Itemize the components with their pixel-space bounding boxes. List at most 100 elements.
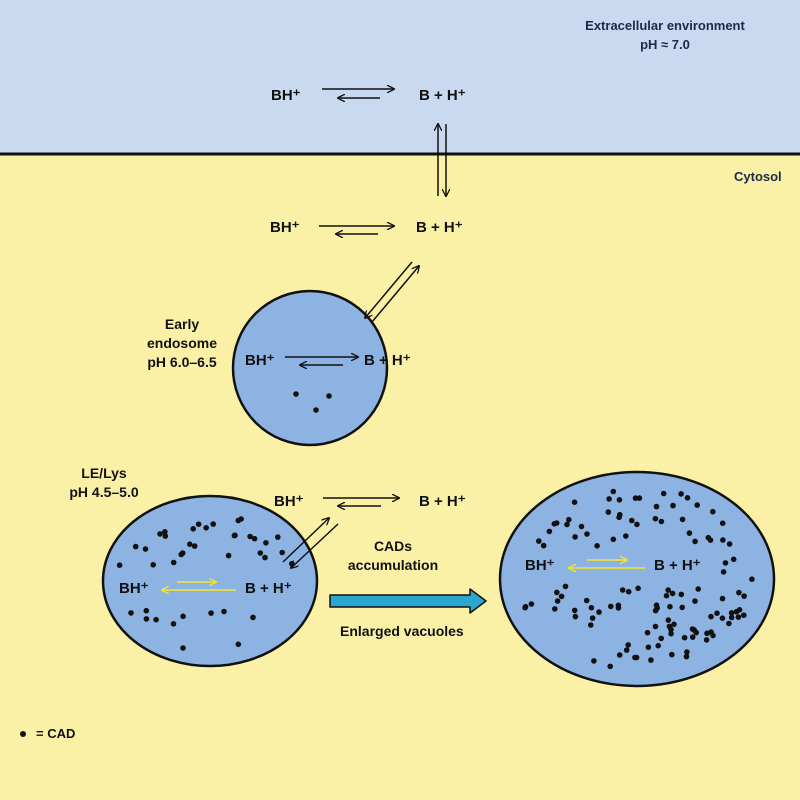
cad-dot-icon (238, 516, 244, 522)
vacuole-b-label: B + H⁺ (654, 557, 701, 574)
lelys-cytosol-bh-label: BH⁺ (274, 493, 304, 510)
cytosol-b-label: B + H⁺ (416, 219, 463, 236)
cad-dot-icon (683, 653, 690, 660)
cad-dot-icon (536, 538, 542, 544)
cad-dot-icon (180, 613, 186, 620)
cad-dot-icon (728, 614, 735, 621)
endosome-transport-arrows (365, 261, 419, 323)
cad-dot-icon (142, 546, 149, 552)
cad-dot-icon (719, 615, 726, 621)
cad-dot-icon (619, 587, 626, 593)
cad-dot-icon (678, 591, 685, 598)
cad-dot-icon (694, 502, 700, 508)
cad-dot-icon (635, 585, 641, 592)
cad-dot-icon (692, 538, 698, 545)
cad-dot-icon (684, 495, 691, 501)
cad-dot-icon (629, 517, 635, 524)
cad-dot-icon (669, 590, 676, 597)
enlarged-vacuole (498, 470, 776, 688)
cad-dot-icon (279, 549, 286, 556)
cad-dot-icon (714, 610, 720, 616)
cad-dot-icon (558, 593, 565, 600)
cad-dot-icon (679, 516, 686, 523)
harpoon-equilibrium-icon (569, 560, 645, 568)
early-endosome-cad-particles (293, 391, 332, 413)
cad-dot-icon (670, 502, 676, 509)
cad-dot-icon (728, 610, 735, 616)
cad-dot-icon (583, 597, 590, 604)
early-endosome-bh-label: BH⁺ (245, 352, 275, 369)
cad-dot-icon (232, 532, 238, 539)
legend-label: = CAD (36, 726, 76, 741)
cad-dot-icon (658, 635, 664, 642)
enlarged-vacuoles-label: Enlarged vacuoles (340, 623, 464, 639)
cad-dot-icon (632, 654, 638, 661)
cad-dot-icon (551, 521, 558, 527)
cad-dot-icon (566, 516, 572, 523)
cad-dot-icon (644, 629, 651, 636)
cad-dot-icon (636, 495, 643, 501)
lelys-bh-label: BH⁺ (119, 580, 149, 597)
cad-dot-icon (143, 616, 150, 622)
cad-dot-icon (632, 495, 639, 501)
cad-dot-icon (665, 617, 672, 623)
cad-dot-icon (652, 607, 659, 614)
cad-dot-icon (128, 610, 134, 616)
cad-dot-icon (208, 610, 214, 616)
cad-dot-icon (665, 587, 671, 593)
cad-dot-icon (552, 606, 558, 612)
cad-dot-icon (686, 530, 693, 536)
cad-dot-icon (645, 644, 652, 650)
cad-dot-icon (722, 560, 729, 566)
cytosol-label: Cytosol (734, 169, 782, 184)
cad-dot-icon (623, 647, 630, 653)
extracellular-region (0, 0, 800, 154)
cad-dot-icon (720, 569, 727, 575)
cad-dot-icon (313, 407, 319, 413)
cad-dot-icon (195, 521, 202, 527)
lelys-label: LE/Lys pH 4.5–5.0 (69, 465, 139, 500)
cad-dot-icon (150, 562, 156, 568)
cad-dot-icon (610, 488, 617, 495)
cad-dot-icon (540, 542, 547, 549)
cad-dot-icon (705, 534, 712, 541)
cad-dot-icon (741, 612, 747, 618)
cad-dot-icon (162, 533, 169, 539)
lelys-cytosol-b-label: B + H⁺ (419, 493, 466, 510)
cad-dot-icon (262, 554, 268, 561)
cad-dot-icon (210, 521, 216, 527)
cad-dot-icon (187, 541, 193, 547)
cad-dot-icon (594, 543, 600, 549)
cad-dot-icon (625, 588, 632, 595)
cad-dot-icon (153, 616, 159, 623)
cad-dot-icon (584, 531, 590, 537)
cad-dot-icon (616, 497, 623, 503)
cad-dot-icon (275, 534, 281, 540)
cad-dot-icon (689, 634, 696, 640)
cad-dot-icon (616, 514, 622, 521)
cad-dot-icon (116, 562, 123, 568)
cad-dot-icon (667, 603, 673, 610)
cad-dot-icon (741, 593, 747, 599)
legend-dot-icon (20, 731, 26, 737)
lelys-b-label: B + H⁺ (245, 580, 292, 597)
cad-dot-icon (736, 589, 742, 596)
cad-dot-icon (648, 657, 654, 663)
cad-dot-icon (684, 649, 690, 655)
cad-dot-icon (660, 490, 667, 497)
harpoon-equilibrium-icon (319, 226, 394, 234)
cad-dot-icon (653, 602, 660, 608)
membrane-transport-arrows (438, 124, 446, 196)
cad-dot-icon (225, 552, 232, 559)
harpoon-equilibrium-icon (162, 582, 236, 590)
cad-dot-icon (257, 550, 264, 556)
cad-dot-icon (608, 603, 614, 610)
cad-dot-icon (615, 602, 622, 609)
cad-dot-icon (708, 629, 714, 635)
cad-dot-icon (162, 529, 168, 535)
cad-dot-icon (596, 609, 602, 615)
early-endosome-b-label: B + H⁺ (364, 352, 411, 369)
cad-dot-icon (652, 623, 659, 630)
cad-dot-icon (571, 607, 578, 614)
cad-dot-icon (190, 526, 196, 532)
